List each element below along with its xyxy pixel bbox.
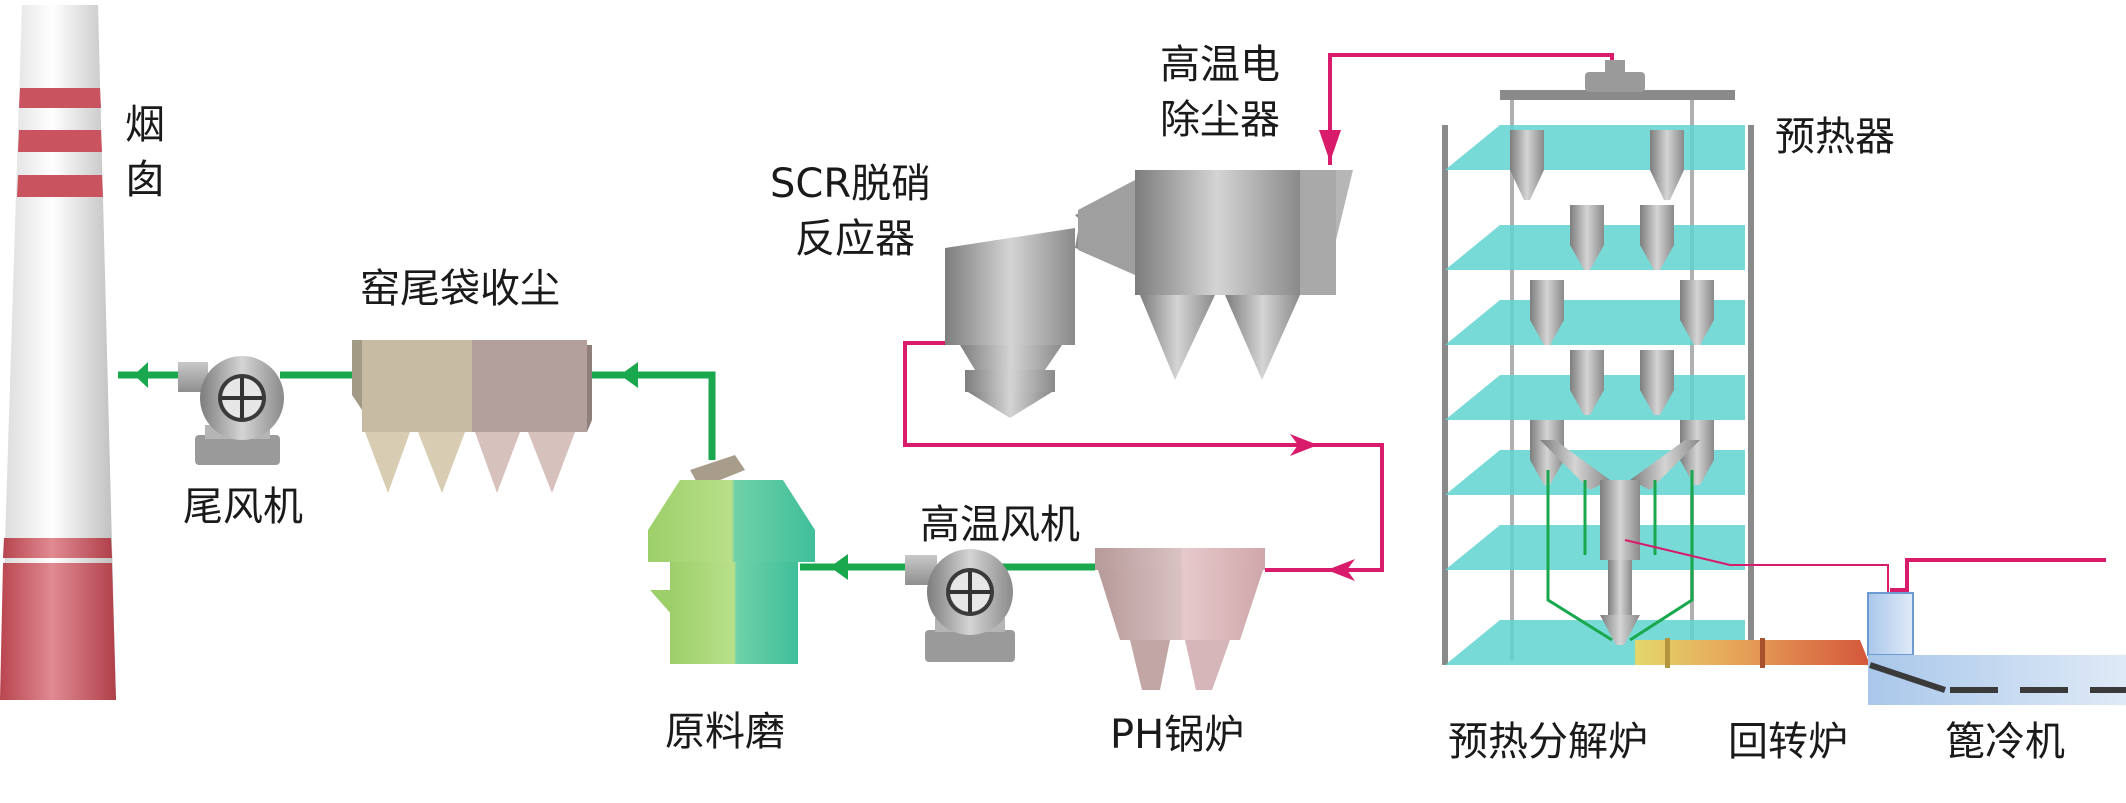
rotary-kiln [1635,638,1870,668]
chimney-band [19,88,101,108]
kiln-label: 回转炉 [1728,719,1848,765]
flow-arrow-icon [1290,130,1355,581]
high-temp-fan [905,549,1015,662]
chimney-label-1: 烟 [125,102,165,148]
chimney [0,5,116,700]
floor-slab [1445,525,1745,570]
grate-cooler [1867,592,2126,705]
scr-label-1: SCR脱硝 [770,161,931,207]
cooler-label: 篦冷机 [1945,719,2065,765]
raw-mill-label: 原料磨 [665,709,785,755]
tail-fan-label: 尾风机 [183,484,303,530]
bag-filter-label: 窑尾袋收尘 [360,266,560,312]
esp-label-1: 高温电 [1160,42,1280,88]
chimney-label-2: 囱 [125,157,165,203]
high-temp-esp [1078,170,1353,380]
chimney-band [3,538,112,558]
chimney-band [18,130,102,152]
calciner-label: 预热分解炉 [1448,719,1648,765]
chimney-band [17,175,103,197]
scr-label-2: 反应器 [795,216,915,262]
bag-filter [352,340,592,493]
scr-reactor [945,212,1082,418]
ph-boiler-label: PH锅炉 [1110,712,1244,758]
chimney-base [0,563,116,700]
ph-boiler [1095,548,1265,690]
tail-fan [178,356,284,465]
floor-slab [1445,125,1745,170]
esp-label-2: 除尘器 [1160,97,1280,143]
floor-slab [1445,300,1745,345]
preheater-label: 预热器 [1775,114,1895,160]
material-flow-green [1546,470,1694,642]
raw-mill [648,455,815,664]
high-temp-fan-label: 高温风机 [920,502,1080,548]
flow-arrow-icon [134,362,848,580]
